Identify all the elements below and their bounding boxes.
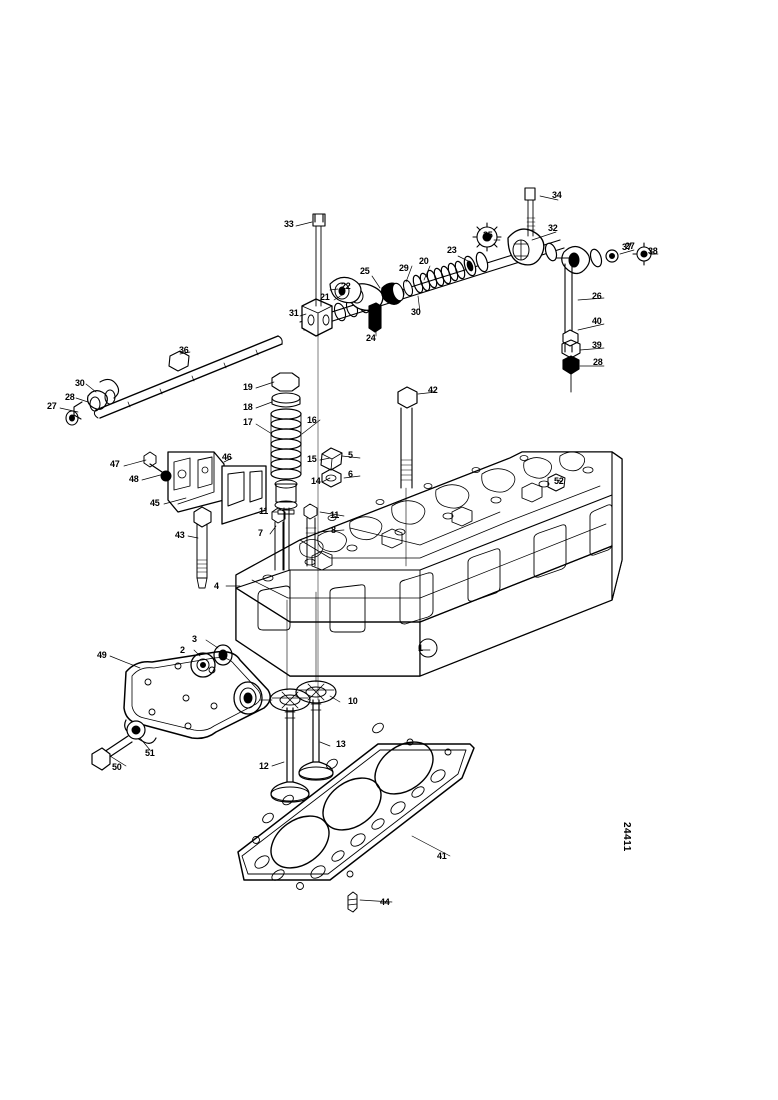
callout-25[interactable]: 25 xyxy=(360,266,370,276)
shaft-left-end xyxy=(65,378,120,426)
callout-20[interactable]: 20 xyxy=(419,256,429,266)
callout-27-left[interactable]: 27 xyxy=(47,401,57,411)
callout-39[interactable]: 39 xyxy=(592,340,602,350)
callout-28-left[interactable]: 28 xyxy=(65,392,75,402)
callout-8[interactable]: 8 xyxy=(331,525,336,535)
callout-16[interactable]: 16 xyxy=(307,415,317,425)
head-bolt-42 xyxy=(397,386,418,567)
callout-49[interactable]: 49 xyxy=(97,650,107,660)
rocker-cover-plate xyxy=(167,451,267,525)
head-bolt-43 xyxy=(193,506,212,589)
callout-37[interactable]: 37 xyxy=(622,242,632,252)
callout-41[interactable]: 41 xyxy=(437,851,447,861)
callout-9[interactable]: 9 xyxy=(247,695,252,705)
callout-26[interactable]: 26 xyxy=(592,291,602,301)
callout-19[interactable]: 19 xyxy=(243,382,253,392)
callout-22[interactable]: 22 xyxy=(341,281,351,291)
callout-28-right[interactable]: 28 xyxy=(593,357,603,367)
callout-40[interactable]: 40 xyxy=(592,316,602,326)
callout-33[interactable]: 33 xyxy=(284,219,294,229)
callout-11-left[interactable]: 11 xyxy=(259,506,268,516)
callout-23[interactable]: 23 xyxy=(447,245,457,255)
thermostat-housing-49 xyxy=(91,650,271,771)
callout-10[interactable]: 10 xyxy=(348,696,358,706)
callout-2[interactable]: 2 xyxy=(180,645,185,655)
drawing-code-label: 24411 xyxy=(621,822,632,852)
callout-6[interactable]: 6 xyxy=(348,469,353,479)
head-gasket xyxy=(237,722,475,913)
callout-21[interactable]: 21 xyxy=(320,292,330,302)
rocker-assembly-row xyxy=(299,187,656,701)
callout-46[interactable]: 46 xyxy=(222,452,232,462)
callout-30-left[interactable]: 30 xyxy=(75,378,85,388)
callout-45[interactable]: 45 xyxy=(150,498,160,508)
right-tube-assembly xyxy=(555,257,581,393)
callout-32[interactable]: 32 xyxy=(548,223,558,233)
push-rod-left xyxy=(271,507,286,571)
callout-17[interactable]: 17 xyxy=(243,417,253,427)
callout-50[interactable]: 50 xyxy=(112,762,122,772)
callout-43[interactable]: 43 xyxy=(175,530,185,540)
callout-35[interactable]: 35 xyxy=(483,230,493,240)
callout-11-right[interactable]: 11 xyxy=(330,510,339,520)
callout-52[interactable]: 52 xyxy=(554,476,564,486)
cover-bolt-47 xyxy=(143,451,172,482)
callout-14[interactable]: 14 xyxy=(311,476,321,486)
callout-48[interactable]: 48 xyxy=(129,474,139,484)
callout-29[interactable]: 29 xyxy=(399,263,409,273)
callout-4[interactable]: 4 xyxy=(214,581,219,591)
rocker-shaft xyxy=(93,335,283,419)
callout-30-right[interactable]: 30 xyxy=(411,307,421,317)
seal-parts-2-3 xyxy=(190,644,233,678)
callout-36[interactable]: 36 xyxy=(179,345,189,355)
valve-spring-assembly xyxy=(270,372,302,571)
cylinder-head-body xyxy=(235,451,623,677)
callout-1[interactable]: 1 xyxy=(418,643,423,653)
callout-47[interactable]: 47 xyxy=(110,459,120,469)
callout-7[interactable]: 7 xyxy=(258,528,263,538)
callout-27-right[interactable]: 27 xyxy=(625,241,635,251)
callout-18[interactable]: 18 xyxy=(243,402,253,412)
callout-24[interactable]: 24 xyxy=(366,333,376,343)
callout-3[interactable]: 3 xyxy=(192,634,197,644)
callout-51[interactable]: 51 xyxy=(145,748,155,758)
callout-31[interactable]: 31 xyxy=(289,308,299,318)
callout-5[interactable]: 5 xyxy=(348,450,353,460)
small-parts-cluster xyxy=(320,447,343,488)
callout-38[interactable]: 38 xyxy=(648,246,658,256)
callout-12[interactable]: 12 xyxy=(259,761,269,771)
callout-34[interactable]: 34 xyxy=(552,190,562,200)
callout-15[interactable]: 15 xyxy=(307,454,317,464)
callout-13[interactable]: 13 xyxy=(336,739,346,749)
callout-42[interactable]: 42 xyxy=(428,385,438,395)
callout-44[interactable]: 44 xyxy=(380,897,390,907)
valve-assembly-right xyxy=(295,680,337,781)
push-rod-right xyxy=(303,503,318,567)
